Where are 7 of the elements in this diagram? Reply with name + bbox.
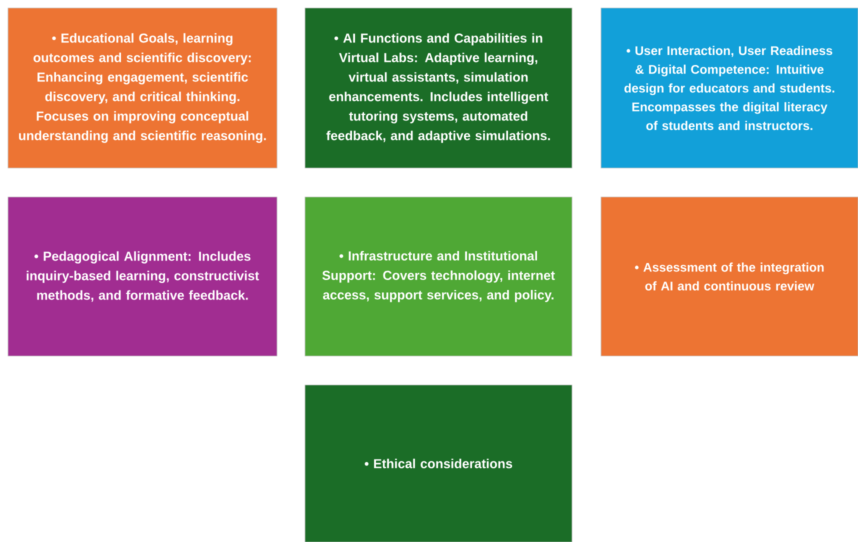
text-box: • Ethical considerations [304,384,572,542]
text-box: • User Interaction, User Readiness & Digital Competence: Intuitive design for educators and students. Encompasses the digital literacy of students and instructors. [600,8,858,168]
text-box: • Educational Goals, learning outcomes and scientific discovery: Enhancing engagement, scientific discovery, and critical thinking. Focuses on improving conceptual understanding and scientific reasoning. [8,8,278,168]
text-box: • Assessment of the integration of AI and continuous review [600,196,858,356]
text-box: • AI Functions and Capabilities in Virtual Labs: Adaptive learning, virtual assistants, simulation enhancements. Includes intelligent tutoring systems, automated feedback, and adaptive simulations. [304,8,572,168]
text-box: • Pedagogical Alignment: Includes inquiry-based learning, constructivist methods, and formative feedback. [8,196,278,356]
text-box: • Infrastructure and Institutional Support: Covers technology, internet access, support services, and policy. [304,196,572,356]
